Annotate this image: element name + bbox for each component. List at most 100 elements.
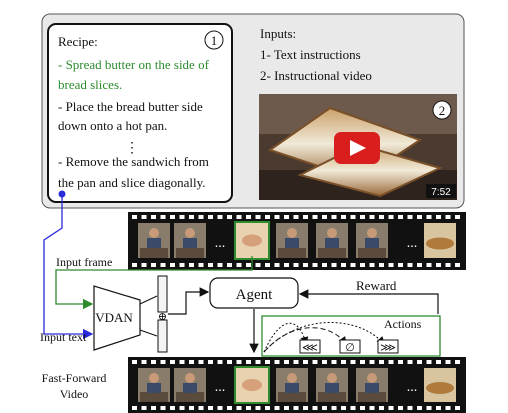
film-sprocket-hole [293, 360, 299, 364]
film-sprocket-hole [445, 263, 451, 267]
recipe-step2-line2: down onto a hot pan. [58, 118, 167, 133]
film-sprocket-hole [360, 215, 365, 219]
film-sprocket-hole [322, 263, 327, 267]
film-sprocket-hole [189, 215, 194, 219]
video-badge-circle [432, 100, 452, 120]
film-sprocket-hole [132, 263, 137, 267]
film-sprocket-hole [417, 263, 422, 267]
film-sprocket-hole [236, 263, 242, 267]
film-sprocket-hole [445, 215, 451, 219]
output-film-frame-shirt [285, 383, 299, 393]
film-sprocket-hole [388, 263, 394, 267]
film-sprocket-hole [179, 215, 185, 219]
film-sprocket-hole [246, 360, 251, 364]
vdan-label: VDAN [95, 310, 133, 325]
input-film-frame-person [287, 228, 297, 238]
film-sprocket-hole [436, 263, 441, 267]
film-sprocket-hole [303, 263, 308, 267]
output-film-ellipsis-2: ... [407, 380, 418, 395]
film-sprocket-hole [417, 406, 422, 410]
film-sprocket-hole [170, 406, 175, 410]
film-sprocket-hole [293, 406, 299, 410]
recipe-badge: 1 [211, 33, 218, 48]
film-sprocket-hole [445, 406, 451, 410]
film-sprocket-hole [274, 406, 280, 410]
film-sprocket-hole [179, 360, 185, 364]
input-film-frame-counter [278, 248, 306, 258]
output-film-frame-person [287, 373, 297, 383]
film-sprocket-hole [407, 263, 413, 267]
film-sprocket-hole [426, 360, 432, 364]
film-sprocket-hole [132, 215, 137, 219]
output-film-frame-pan [426, 382, 454, 394]
recipe-step2-line1: - Place the bread butter side [58, 99, 203, 114]
film-sprocket-hole [436, 360, 441, 364]
film-sprocket-hole [274, 215, 280, 219]
recipe-badge-circle [204, 30, 224, 50]
input-film-frame-shirt [147, 238, 161, 248]
vdan-block [93, 285, 141, 351]
film-sprocket-hole [331, 215, 337, 219]
reward-label: Reward [356, 278, 397, 293]
input-film-ellipsis: ... [215, 236, 226, 251]
output-film-frame-shirt [325, 383, 339, 393]
film-sprocket-hole [160, 406, 166, 410]
film-sprocket-hole [160, 263, 166, 267]
agent-label: Agent [236, 287, 273, 303]
film-sprocket-hole [398, 215, 403, 219]
input-film-frame-counter [358, 248, 386, 258]
film-sprocket-hole [284, 215, 289, 219]
film-sprocket-hole [255, 406, 261, 410]
film-sprocket-hole [331, 360, 337, 364]
output-film-selected-frame [234, 366, 270, 404]
film-sprocket-hole [151, 215, 156, 219]
film-sprocket-hole [151, 263, 156, 267]
input-film-frame-counter [140, 248, 168, 258]
film-sprocket-hole [141, 263, 147, 267]
input-text-arrow [43, 194, 94, 340]
film-sprocket-hole [274, 360, 280, 364]
recipe-step3-line2: the pan and slice diagonally. [58, 175, 206, 190]
film-sprocket-hole [360, 263, 365, 267]
film-sprocket-hole [170, 215, 175, 219]
film-sprocket-hole [303, 406, 308, 410]
recipe-title: Recipe: [58, 34, 98, 49]
film-sprocket-hole [331, 406, 337, 410]
film-sprocket-hole [407, 406, 413, 410]
film-sprocket-hole [132, 360, 137, 364]
input-film-frame-shirt [285, 238, 299, 248]
film-sprocket-hole [426, 215, 432, 219]
inputs-item-1: 1- Text instructions [260, 47, 361, 62]
video-thumbnail[interactable]: 2 7:52 [259, 94, 457, 200]
film-sprocket-hole [369, 263, 375, 267]
film-sprocket-hole [360, 360, 365, 364]
film-sprocket-hole [341, 360, 346, 364]
film-sprocket-hole [246, 406, 251, 410]
film-sprocket-hole [369, 360, 375, 364]
film-sprocket-hole [189, 263, 194, 267]
film-sprocket-hole [141, 215, 147, 219]
output-film-frame-counter [176, 392, 204, 402]
input-film-frame-person [185, 228, 195, 238]
film-sprocket-hole [189, 360, 194, 364]
recipe-step1-line2: bread slices. [58, 77, 122, 92]
film-sprocket-hole [426, 263, 432, 267]
inputs-title: Inputs: [260, 26, 296, 41]
output-film-frame-person [327, 373, 337, 383]
film-sprocket-hole [265, 360, 270, 364]
film-sprocket-hole [379, 215, 384, 219]
recipe-ellipsis: ⋮ [125, 141, 139, 156]
film-sprocket-hole [455, 360, 460, 364]
film-sprocket-hole [303, 215, 308, 219]
film-sprocket-hole [198, 215, 204, 219]
output-film-frame-counter [140, 392, 168, 402]
action-speed-up-button [377, 339, 399, 354]
film-sprocket-hole [360, 406, 365, 410]
film-sprocket-hole [341, 215, 346, 219]
input-film-frame-shirt [325, 238, 339, 248]
film-sprocket-hole [284, 406, 289, 410]
input-text-label: Input text [40, 330, 87, 344]
film-sprocket-hole [198, 406, 204, 410]
concat-symbol: ⊕ [158, 311, 167, 323]
inputs-item-2: 2- Instructional video [260, 68, 372, 83]
